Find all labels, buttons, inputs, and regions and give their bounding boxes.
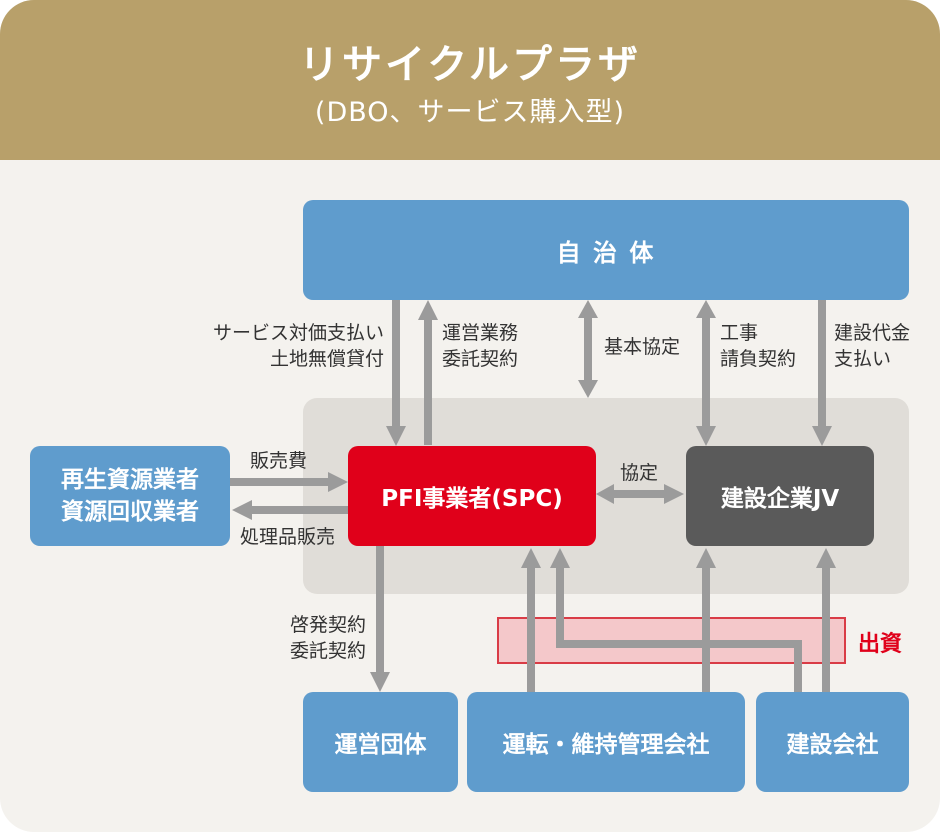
arrow-basic-agreement [584, 316, 592, 382]
arrow-sales-cost [230, 478, 330, 486]
header-band [0, 0, 940, 160]
arrow-processed-sales [250, 506, 348, 514]
label-service-payment: サービス対価支払い 土地無償貸付 [212, 322, 384, 370]
label-construction-contract: 工事 請負契約 [720, 322, 797, 370]
label-sales-cost: 販売費 [250, 450, 308, 472]
diagram-subtitle: (DBO、サービス購入型) [314, 97, 626, 128]
node-municipality: 自 治 体 [303, 200, 909, 300]
arrow-construction-payment [818, 300, 826, 428]
arrow-operation-contract [424, 318, 432, 445]
arrow-service-payment [392, 300, 400, 428]
label-education-contract: 啓発契約 委託契約 [289, 614, 366, 662]
node-operator-org: 運営団体 [303, 692, 458, 792]
label-operation-contract: 運営業務 委託契約 [442, 322, 519, 370]
arrow-om-to-spc [527, 566, 535, 692]
arrow-investment-to-spc [556, 566, 564, 648]
arrow-agreement [612, 490, 666, 498]
label-basic-agreement: 基本協定 [604, 336, 681, 358]
arrow-education-contract [376, 546, 384, 674]
arrow-construction-contract [702, 316, 710, 428]
arrow-company-to-jv [822, 566, 830, 692]
arrow-om-to-jv [702, 566, 710, 692]
node-spc: PFI事業者(SPC) [348, 446, 596, 546]
label-investment: 出資 [858, 632, 903, 657]
node-recycler: 再生資源業者 資源回収業者 [30, 446, 230, 546]
label-construction-payment: 建設代金 支払い [834, 322, 911, 370]
label-agreement: 協定 [620, 462, 659, 484]
diagram-title: リサイクルプラザ [299, 42, 641, 88]
label-processed-sales: 処理品販売 [240, 526, 336, 548]
node-construction-company: 建設会社 [756, 692, 909, 792]
node-om-company: 運転・維持管理会社 [467, 692, 745, 792]
node-construction-jv: 建設企業JV [686, 446, 874, 546]
